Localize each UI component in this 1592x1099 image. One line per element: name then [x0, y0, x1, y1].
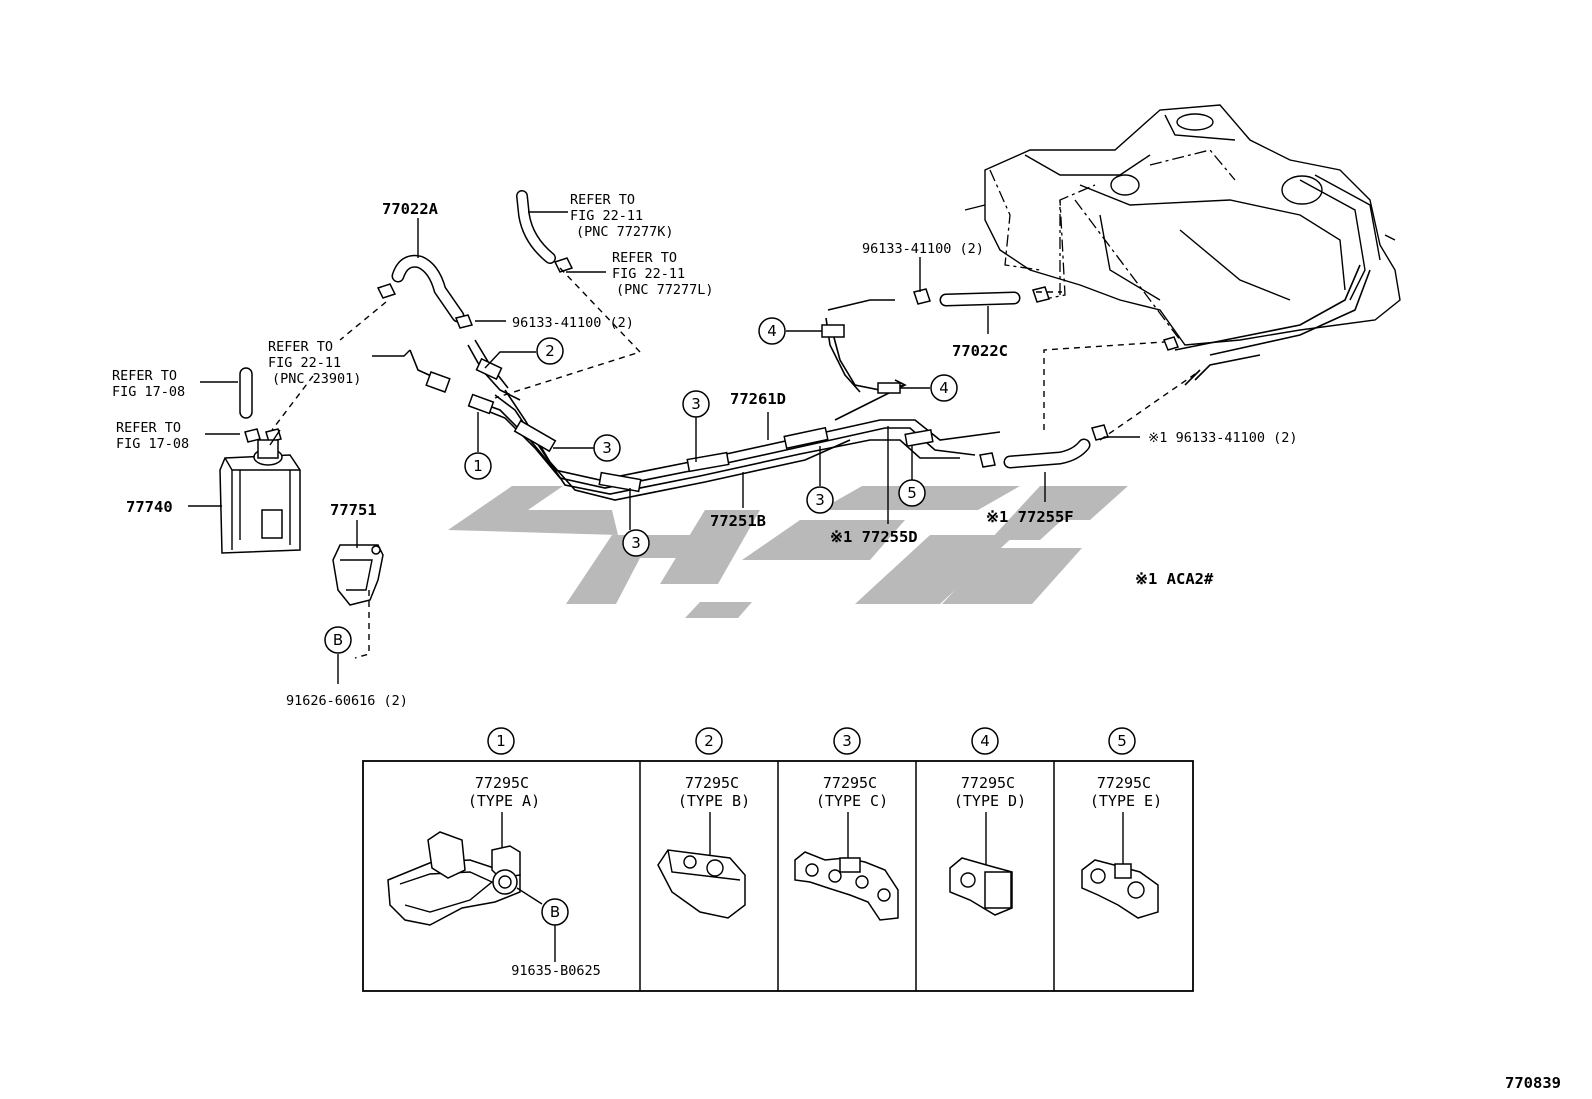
- bracket-77751: [332, 544, 384, 606]
- svg-text:91635-B0625: 91635-B0625: [511, 963, 600, 979]
- label-77251B: 77251B: [710, 512, 766, 530]
- svg-text:1: 1: [496, 732, 506, 750]
- refer-77277K: REFER TO FIG 22-11 (PNC 77277K): [570, 192, 674, 240]
- svg-text:3: 3: [691, 395, 701, 413]
- label-77751: 77751: [330, 501, 377, 519]
- svg-text:2: 2: [704, 732, 714, 750]
- callout-3d: 3: [806, 486, 834, 514]
- svg-text:4: 4: [939, 379, 949, 397]
- svg-text:B: B: [550, 903, 560, 921]
- label-77740: 77740: [126, 498, 173, 516]
- svg-text:(TYPE D): (TYPE D): [954, 792, 1026, 810]
- svg-text:77295C: 77295C: [961, 774, 1015, 792]
- svg-text:3: 3: [631, 534, 641, 552]
- svg-text:(TYPE A): (TYPE A): [468, 792, 540, 810]
- label-77255F: ※1 77255F: [986, 508, 1074, 526]
- clamp-col-2: 2 77295C (TYPE B): [657, 727, 750, 919]
- refer-17-08-b: REFER TO FIG 17-08: [116, 420, 189, 452]
- label-77255D: ※1 77255D: [830, 528, 918, 546]
- hose-clips: [244, 257, 1180, 468]
- svg-text:2: 2: [545, 342, 555, 360]
- label-77022C: 77022C: [952, 342, 1008, 360]
- callouts: 1 2 3 3 3 3 4 4 5 B: [324, 317, 958, 654]
- refer-17-08-a: REFER TO FIG 17-08: [112, 368, 185, 400]
- svg-text:4: 4: [767, 322, 777, 340]
- callout-3b: 3: [622, 529, 650, 557]
- clamp-col-4: 4 77295C (TYPE D): [949, 727, 1026, 916]
- callout-5: 5: [898, 479, 926, 507]
- clamp-col-5: 5 77295C (TYPE E): [1081, 727, 1162, 919]
- part-labels: 77022A 77740 77751 91626-60616 (2) 96133…: [126, 200, 1561, 1092]
- fuel-tank: [964, 104, 1401, 386]
- label-77261D: 77261D: [730, 390, 786, 408]
- svg-text:(TYPE C): (TYPE C): [816, 792, 888, 810]
- clamp-col-3: 3 77295C (TYPE C): [794, 727, 899, 921]
- callout-B: B: [324, 626, 352, 654]
- charcoal-canister: [219, 429, 301, 554]
- svg-text:77295C: 77295C: [823, 774, 877, 792]
- dashed-lines: [271, 267, 1199, 659]
- callout-3a: 3: [593, 434, 621, 462]
- svg-text:5: 5: [1117, 732, 1127, 750]
- refer-23901: REFER TO FIG 22-11 (PNC 23901): [268, 339, 361, 387]
- svg-text:77295C: 77295C: [1097, 774, 1151, 792]
- svg-text:3: 3: [842, 732, 852, 750]
- clamp-table: 1 77295C (TYPE A) B 91635-B0625 2 77295C…: [362, 727, 1194, 992]
- refer-77277L: REFER TO FIG 22-11 (PNC 77277L): [612, 250, 714, 298]
- watermark-logo: [448, 486, 1128, 618]
- hoses: [239, 190, 1091, 469]
- leader-lines: [188, 211, 1140, 684]
- svg-text:B: B: [333, 631, 343, 649]
- svg-text:(TYPE B): (TYPE B): [678, 792, 750, 810]
- label-77022A: 77022A: [382, 200, 439, 218]
- callout-4b: 4: [930, 374, 958, 402]
- callout-3c: 3: [682, 390, 710, 418]
- svg-text:1: 1: [473, 457, 483, 475]
- svg-text:77295C: 77295C: [685, 774, 739, 792]
- callout-2: 2: [536, 337, 564, 365]
- diagram-id: 770839: [1505, 1074, 1561, 1092]
- clamp-col-1: 1 77295C (TYPE A) B 91635-B0625: [387, 727, 601, 979]
- svg-text:3: 3: [815, 491, 825, 509]
- svg-text:5: 5: [907, 484, 917, 502]
- note-aca: ※1 ACA2#: [1135, 570, 1214, 588]
- label-96133-c: ※1 96133-41100 (2): [1148, 430, 1297, 446]
- pipe-clamps: [467, 324, 934, 493]
- label-96133-b: 96133-41100 (2): [862, 241, 984, 257]
- refer-labels: REFER TO FIG 22-11 (PNC 77277K) REFER TO…: [112, 192, 714, 452]
- callout-1: 1: [464, 452, 492, 480]
- label-96133-a: 96133-41100 (2): [512, 315, 634, 331]
- label-91626-60616: 91626-60616 (2): [286, 693, 408, 709]
- callout-4a: 4: [758, 317, 786, 345]
- svg-text:4: 4: [980, 732, 990, 750]
- svg-text:(TYPE E): (TYPE E): [1090, 792, 1162, 810]
- svg-text:77295C: 77295C: [475, 774, 529, 792]
- svg-text:3: 3: [602, 439, 612, 457]
